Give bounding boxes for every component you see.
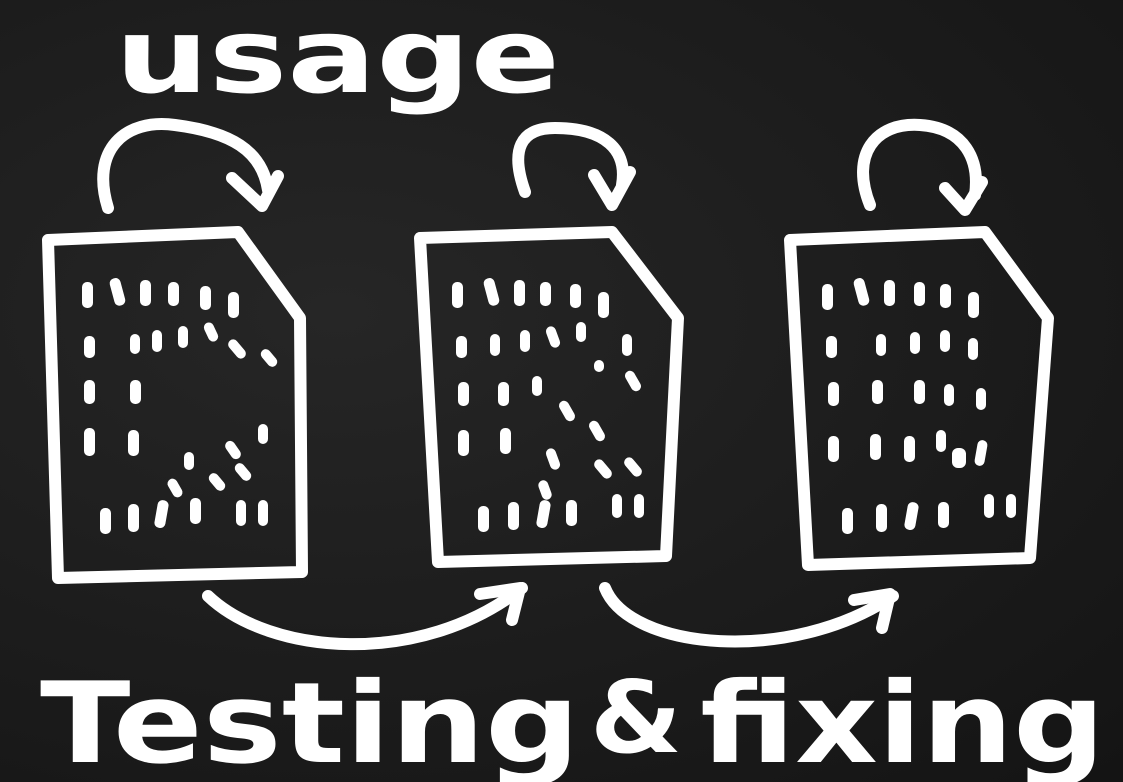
flow-arrow-2-to-3	[605, 588, 893, 642]
usage-loop-arrow-3	[863, 125, 982, 210]
usage-label: usage	[115, 0, 560, 117]
testing-label: Testing	[40, 659, 580, 782]
document-1	[48, 232, 302, 578]
document-3	[790, 232, 1048, 565]
flow-arrow-1-to-2	[208, 588, 522, 644]
ampersand-label: &	[590, 659, 682, 776]
document-2	[420, 232, 678, 562]
usage-loop-arrow-2	[518, 128, 630, 205]
bottom-label: Testing & fixing	[40, 659, 1105, 782]
fixing-label: fixing	[700, 659, 1105, 782]
usage-loop-arrow-1	[103, 124, 278, 208]
